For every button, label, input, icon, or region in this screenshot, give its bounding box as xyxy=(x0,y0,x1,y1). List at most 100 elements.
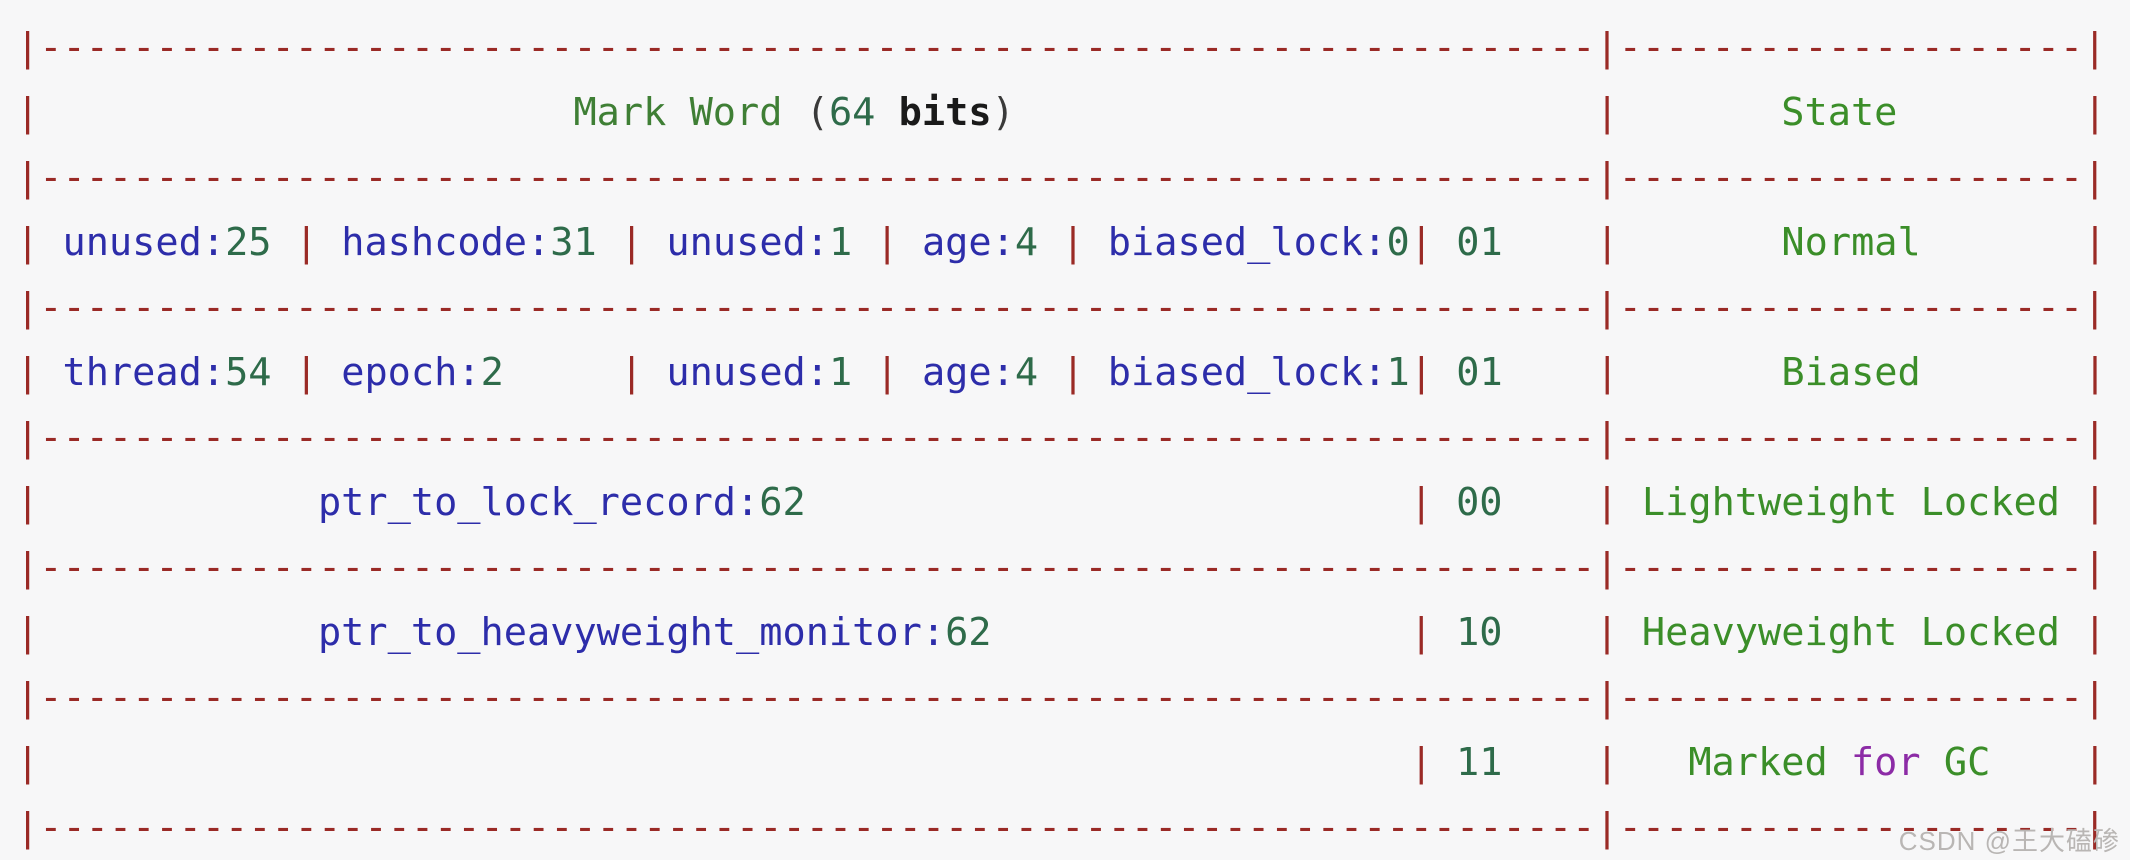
border-line: |---------------------------------------… xyxy=(16,665,2130,730)
table-border: -------------------- xyxy=(1618,155,2084,200)
table-border: ----------------------------------------… xyxy=(39,415,1596,460)
table-border: | xyxy=(16,285,40,330)
spacer xyxy=(1433,610,1456,655)
spacer xyxy=(39,610,318,655)
spacer xyxy=(272,220,295,265)
spacer xyxy=(597,220,620,265)
spacer xyxy=(1503,220,1596,265)
table-border: | xyxy=(294,220,318,265)
spacer xyxy=(899,220,922,265)
bit-value: 11 xyxy=(1456,740,1503,785)
spacer xyxy=(643,350,666,395)
table-border: | xyxy=(2083,545,2107,590)
field-name: unused: xyxy=(666,220,830,265)
field-name: hashcode: xyxy=(341,220,551,265)
table-border: ----------------------------------------… xyxy=(39,805,1596,850)
table-row: | Mark Word (64 bits) | State | xyxy=(16,80,2130,145)
spacer xyxy=(1503,350,1596,395)
table-row: | thread:54 | epoch:2 | unused:1 | age:4… xyxy=(16,340,2130,405)
table-border: | xyxy=(2083,480,2107,525)
table-row: | ptr_to_heavyweight_monitor:62 | 10 | H… xyxy=(16,600,2130,665)
bit-value: 54 xyxy=(225,350,272,395)
table-border: | xyxy=(2083,350,2107,395)
spacer xyxy=(2060,610,2083,655)
table-border: | xyxy=(875,350,899,395)
spacer xyxy=(1433,220,1456,265)
bit-value: 4 xyxy=(1014,220,1039,265)
table-border: -------------------- xyxy=(1618,25,2084,70)
spacer xyxy=(39,480,318,525)
table-border: | xyxy=(16,480,40,525)
border-line: |---------------------------------------… xyxy=(16,275,2130,340)
spacer xyxy=(782,90,805,135)
table-border: | xyxy=(16,740,40,785)
field-name: epoch: xyxy=(341,350,481,395)
spacer xyxy=(1897,90,2083,135)
bit-value: 62 xyxy=(945,610,992,655)
spacer xyxy=(1038,350,1061,395)
table-title: Mark Word xyxy=(573,90,783,135)
table-border: | xyxy=(16,90,40,135)
spacer xyxy=(899,350,922,395)
spacer xyxy=(992,610,1410,655)
table-border: -------------------- xyxy=(1618,285,2084,330)
table-border: | xyxy=(1595,610,1619,655)
spacer xyxy=(875,90,898,135)
parenthesis: ) xyxy=(991,90,1015,135)
table-border: | xyxy=(1595,90,1619,135)
spacer xyxy=(1433,350,1456,395)
table-border: | xyxy=(16,220,40,265)
field-name: unused: xyxy=(62,220,226,265)
table-border: | xyxy=(2083,415,2107,460)
table-border: | xyxy=(16,675,40,720)
spacer xyxy=(1503,740,1596,785)
bit-value: 01 xyxy=(1456,220,1503,265)
field-name: ptr_to_lock_record: xyxy=(317,480,760,525)
table-row: | ptr_to_lock_record:62 | 00 | Lightweig… xyxy=(16,470,2130,535)
bit-value: 4 xyxy=(1014,350,1039,395)
table-border: | xyxy=(16,155,40,200)
spacer xyxy=(1433,740,1456,785)
table-row: | | 11 | Marked for GC | xyxy=(16,730,2130,795)
spacer xyxy=(1085,220,1108,265)
bit-value: 2 xyxy=(480,350,504,395)
field-name: age: xyxy=(921,350,1015,395)
spacer xyxy=(1990,740,2083,785)
table-border: | xyxy=(2083,805,2107,850)
table-border: | xyxy=(2083,155,2107,200)
table-border: | xyxy=(1595,220,1619,265)
bit-value: 01 xyxy=(1456,350,1503,395)
table-border: | xyxy=(1409,350,1433,395)
state-label: State xyxy=(1781,90,1898,135)
table-border: -------------------- xyxy=(1618,805,2084,850)
table-border: | xyxy=(1595,155,1619,200)
spacer xyxy=(272,350,295,395)
bit-value: 1 xyxy=(1386,350,1410,395)
border-line: |---------------------------------------… xyxy=(16,405,2130,470)
bit-value: 62 xyxy=(759,480,806,525)
field-name: thread: xyxy=(62,350,226,395)
state-label: Biased xyxy=(1781,350,1921,395)
table-border: ----------------------------------------… xyxy=(39,545,1596,590)
spacer xyxy=(643,220,666,265)
parenthesis: ( xyxy=(805,90,829,135)
bit-value: 64 xyxy=(828,90,876,135)
csdn-watermark: CSDN @王大磕碜 xyxy=(1898,826,2120,856)
table-border: | xyxy=(16,415,40,460)
table-border: | xyxy=(1595,480,1619,525)
table-border: | xyxy=(2083,610,2107,655)
border-line: |---------------------------------------… xyxy=(16,145,2130,210)
table-border: | xyxy=(1409,220,1433,265)
keyword: for xyxy=(1850,740,1921,785)
spacer xyxy=(1503,610,1596,655)
table-border: | xyxy=(619,220,644,265)
table-border: | xyxy=(294,350,318,395)
state-label: Lightweight Locked xyxy=(1641,480,2060,525)
table-border: | xyxy=(1061,350,1085,395)
table-border: | xyxy=(16,25,40,70)
border-line: |---------------------------------------… xyxy=(16,795,2130,860)
table-border: | xyxy=(16,545,40,590)
spacer xyxy=(1038,220,1061,265)
table-border: | xyxy=(1595,415,1619,460)
